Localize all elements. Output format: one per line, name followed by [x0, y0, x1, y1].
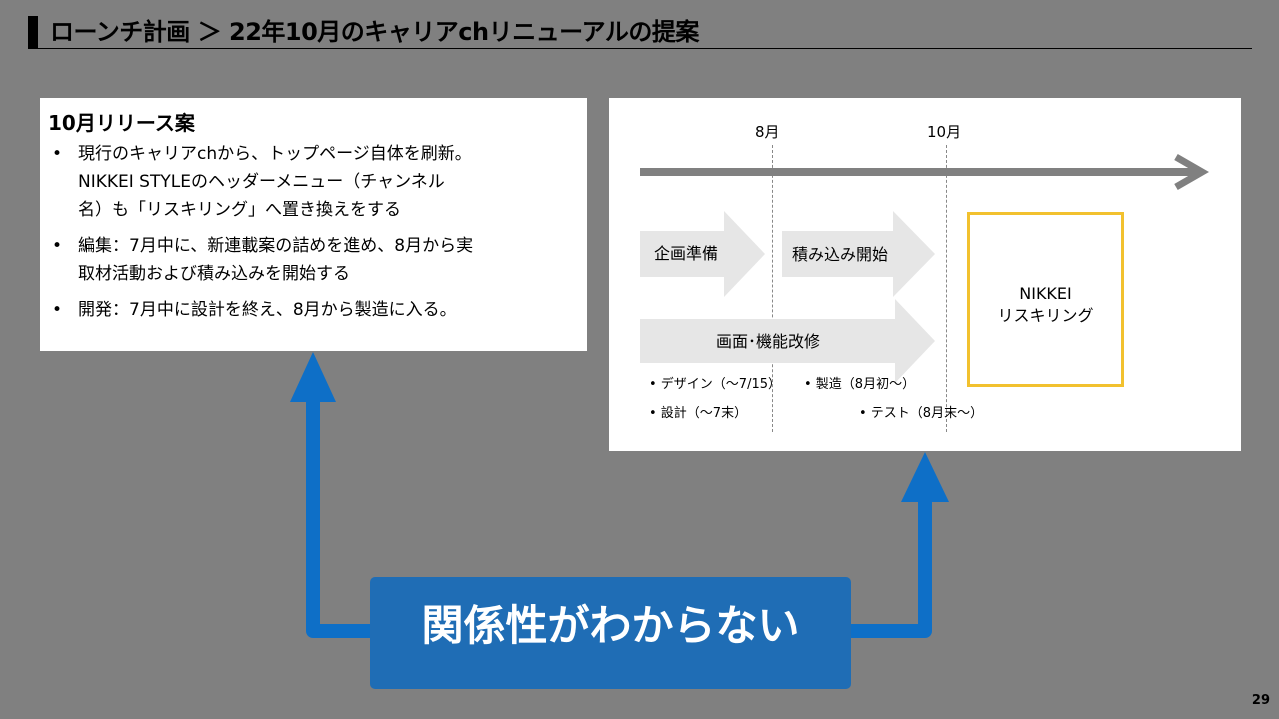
- month-label-october: 10月: [927, 123, 962, 141]
- callout-banner: 関係性がわからない: [370, 577, 851, 689]
- right-arrowhead: [901, 452, 949, 502]
- callout-text: 関係性がわからない: [421, 601, 800, 650]
- list-item: • 現行のキャリアchから、トップページ自体を刷新。 NIKKEI STYLEのヘ…: [48, 140, 579, 224]
- august-guide-line: [772, 145, 773, 432]
- sub-bullet-build: • 製造（8月初〜）: [804, 377, 916, 392]
- planning-phase-label: 企画準備: [654, 244, 719, 263]
- nikkei-reskilling-box: NIKKEI リスキリング: [967, 212, 1124, 387]
- month-label-august: 8月: [755, 123, 780, 141]
- bullet-marker: •: [52, 236, 63, 256]
- sub-bullet-test: • テスト（8月末〜）: [859, 406, 984, 421]
- release-plan-heading: 10月リリース案: [48, 111, 195, 135]
- release-plan-panel: 10月リリース案 • 現行のキャリアchから、トップページ自体を刷新。 NIKKE…: [40, 98, 587, 351]
- nikkei-reskilling-label: NIKKEI リスキリング: [997, 284, 1094, 325]
- list-item-text: 編集：7月中に、新連載案の詰めを進め、8月から実 取材活動および積み込みを開始す…: [78, 236, 474, 284]
- screen-phase-arrow: [640, 299, 935, 383]
- bullet-marker: •: [52, 144, 63, 164]
- timeline-axis-arrow: [640, 153, 1210, 191]
- list-item-text: 開発：7月中に設計を終え、8月から製造に入る。: [78, 300, 457, 320]
- planning-phase-arrow: [640, 211, 765, 297]
- list-item-text: 現行のキャリアchから、トップページ自体を刷新。 NIKKEI STYLEのヘッ…: [78, 144, 472, 220]
- release-plan-list: • 現行のキャリアchから、トップページ自体を刷新。 NIKKEI STYLEのヘ…: [48, 140, 579, 324]
- title-accent-bar: [28, 16, 38, 48]
- left-arrowhead: [290, 352, 336, 402]
- screen-phase-label: 画面･機能改修: [716, 332, 821, 351]
- bullet-marker: •: [52, 300, 63, 320]
- list-item: • 編集：7月中に、新連載案の詰めを進め、8月から実 取材活動および積み込みを開始…: [48, 232, 579, 288]
- stocking-phase-arrow: [782, 211, 935, 297]
- sub-bullet-design: • デザイン（〜7/15）: [649, 377, 781, 392]
- october-guide-line: [946, 145, 947, 432]
- stocking-phase-label: 積み込み開始: [792, 245, 889, 264]
- sub-bullet-spec: • 設計（〜7末）: [649, 406, 748, 421]
- title-underline: [28, 48, 1252, 49]
- page-number: 29: [1251, 693, 1270, 708]
- list-item: • 開発：7月中に設計を終え、8月から製造に入る。: [48, 296, 579, 324]
- page-title: ローンチ計画 ＞ 22年10月のキャリアchリニューアルの提案: [50, 18, 699, 46]
